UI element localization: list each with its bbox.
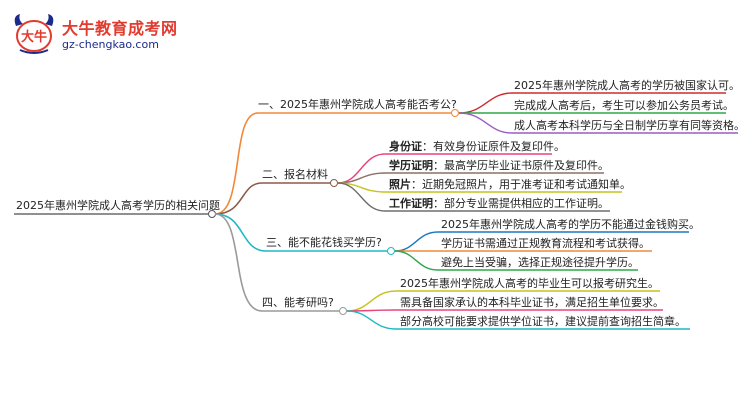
leaf-text-body: ：有效身份证原件及复印件。	[422, 139, 565, 153]
leaf-text-body: 2025年惠州学院成人高考的学历被国家认可。	[514, 78, 740, 92]
branch-label: 二、报名材料	[262, 167, 328, 181]
leaf-text: 完成成人高考后，考生可以参加公务员考试。	[514, 98, 734, 112]
branch-label: 三、能不能花钱买学历?	[266, 235, 382, 249]
leaf-text: 照片：近期免冠照片，用于准考证和考试通知单。	[389, 177, 631, 191]
branch-node: 三、能不能花钱买学历?	[214, 213, 395, 255]
leaf-edge	[394, 231, 439, 252]
branch-connector-dot	[451, 109, 459, 117]
leaf-text: 2025年惠州学院成人高考的毕业生可以报考研究生。	[400, 276, 659, 290]
leaf-text: 成人高考本科学历与全日制学历享有同等资格。	[514, 118, 745, 132]
leaf-text-body: 完成成人高考后，考生可以参加公务员考试。	[514, 98, 734, 112]
leaf-text-body: 成人高考本科学历与全日制学历享有同等资格。	[514, 118, 745, 132]
branch-node: 一、2025年惠州学院成人高考能否考公?	[214, 97, 459, 215]
leaf-text-body: 部分高校可能要求提供学位证书，建议提前查询招生简章。	[400, 314, 686, 328]
leaf-text: 学历证书需通过正规教育流程和考试获得。	[441, 236, 650, 250]
leaf-edge	[458, 112, 513, 134]
leaf-text-body: ：最高学历毕业证书原件及复印件。	[433, 158, 609, 172]
leaf-text: 避免上当受骗，选择正规途径提升学历。	[441, 255, 639, 269]
leaf-text: 身份证：有效身份证原件及复印件。	[389, 139, 565, 153]
branch-node: 二、报名材料	[214, 167, 338, 215]
branch-connector-dot	[330, 179, 338, 187]
leaf-text-bold: 工作证明	[389, 196, 433, 210]
site-logo[interactable]: 大牛 大牛教育成考网 gz-chengkao.com	[10, 10, 180, 56]
branch-label: 四、能考研吗?	[262, 295, 334, 309]
leaf-text-body: 避免上当受骗，选择正规途径提升学历。	[441, 255, 639, 269]
leaf-edge	[458, 92, 513, 114]
leaf-edge	[394, 250, 439, 271]
leaf-text-bold: 照片	[389, 177, 411, 191]
leaf-edge	[346, 290, 397, 312]
logo-glyph-text: 大牛	[21, 29, 47, 45]
leaf-text-body: 2025年惠州学院成人高考的毕业生可以报考研究生。	[400, 276, 659, 290]
site-name: 大牛教育成考网	[62, 19, 178, 38]
leaf-text: 工作证明：部分专业需提供相应的工作证明。	[389, 196, 609, 210]
leaf-text-body: ：近期免冠照片，用于准考证和考试通知单。	[411, 177, 631, 191]
leaf-edge	[346, 310, 397, 330]
leaf-node: 学历证明：最高学历毕业证书原件及复印件。	[337, 158, 609, 184]
leaf-text-body: 需具备国家承认的本科毕业证书，满足招生单位要求。	[400, 295, 664, 309]
branch-connector-dot	[339, 307, 347, 315]
branch-label: 一、2025年惠州学院成人高考能否考公?	[258, 97, 457, 111]
branch-edge	[214, 112, 259, 215]
site-url: gz-chengkao.com	[62, 38, 159, 51]
leaf-text-body: 2025年惠州学院成人高考的学历不能通过金钱购买。	[441, 217, 700, 231]
leaf-node: 工作证明：部分专业需提供相应的工作证明。	[337, 182, 610, 212]
leaf-text: 2025年惠州学院成人高考的学历不能通过金钱购买。	[441, 217, 700, 231]
branch-edge	[214, 213, 263, 312]
leaf-node: 避免上当受骗，选择正规途径提升学历。	[394, 250, 639, 271]
leaf-node: 学历证书需通过正规教育流程和考试获得。	[395, 236, 652, 252]
leaf-node: 成人高考本科学历与全日制学历享有同等资格。	[458, 112, 745, 134]
branch-edge	[214, 182, 263, 215]
leaf-text: 学历证明：最高学历毕业证书原件及复印件。	[389, 158, 609, 172]
leaf-node: 身份证：有效身份证原件及复印件。	[337, 139, 565, 184]
leaf-edge	[337, 153, 386, 184]
leaf-text: 部分高校可能要求提供学位证书，建议提前查询招生简章。	[400, 314, 686, 328]
bull-logo-icon: 大牛	[14, 14, 54, 54]
leaf-text-bold: 身份证	[389, 139, 422, 153]
root-label: 2025年惠州学院成人高考学历的相关问题	[16, 198, 220, 212]
leaf-text-bold: 学历证明	[389, 158, 433, 172]
leaf-node: 部分高校可能要求提供学位证书，建议提前查询招生简章。	[346, 310, 690, 330]
leaf-text: 2025年惠州学院成人高考的学历被国家认可。	[514, 78, 740, 92]
leaf-node: 完成成人高考后，考生可以参加公务员考试。	[459, 98, 734, 114]
branch-edge	[214, 213, 267, 252]
branch-connector-dot	[387, 247, 395, 255]
leaf-text-body: ：部分专业需提供相应的工作证明。	[433, 196, 609, 210]
leaf-text-body: 学历证书需通过正规教育流程和考试获得。	[441, 236, 650, 250]
leaf-text: 需具备国家承认的本科毕业证书，满足招生单位要求。	[400, 295, 664, 309]
leaf-edge	[337, 182, 386, 212]
root-node: 2025年惠州学院成人高考学历的相关问题	[14, 198, 220, 218]
leaf-node: 需具备国家承认的本科毕业证书，满足招生单位要求。	[346, 295, 664, 312]
branch-node: 四、能考研吗?	[214, 213, 347, 315]
leaf-node: 照片：近期免冠照片，用于准考证和考试通知单。	[337, 177, 631, 193]
root-connector-dot	[208, 210, 216, 218]
